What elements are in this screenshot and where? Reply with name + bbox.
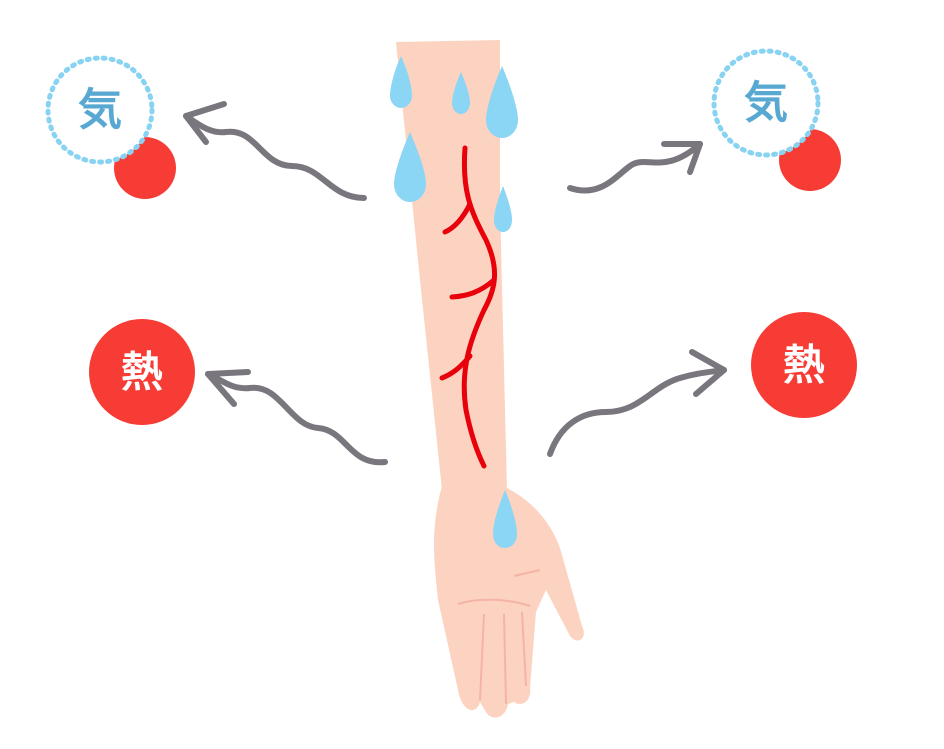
vein-branch-2 <box>449 277 497 300</box>
vein-main <box>461 145 498 469</box>
veins <box>439 145 498 469</box>
heat-label: 熱 <box>783 341 825 390</box>
heat-badge-left: 熱 <box>89 319 195 425</box>
wavy-arrow-icon <box>567 141 703 194</box>
finger-line-2 <box>503 613 507 705</box>
thumb-line <box>513 569 541 577</box>
palm-crease <box>457 598 531 607</box>
finger-line-3 <box>521 611 527 687</box>
heat-circle <box>89 319 195 425</box>
water-drops <box>390 56 518 548</box>
vapor-label: 気 <box>78 85 122 136</box>
vapor-badge-left: 気 <box>45 55 176 199</box>
heat-label: 熱 <box>121 348 163 397</box>
finger-line-1 <box>479 613 485 701</box>
vein-branch-1 <box>442 201 473 235</box>
water-drop-icon <box>494 186 512 232</box>
water-drop-icon <box>394 132 426 202</box>
wavy-arrow-icon <box>205 369 388 466</box>
water-drop-icon <box>493 490 517 548</box>
water-drop-icon <box>452 72 470 114</box>
vapor-badge-right: 気 <box>711 48 841 191</box>
vapor-ring <box>711 48 821 158</box>
vapor-ring <box>45 55 155 165</box>
arm-illustration <box>396 40 584 718</box>
water-drop-icon <box>390 56 412 108</box>
forearm <box>396 40 507 490</box>
heat-badge-right: 熱 <box>751 312 857 418</box>
vapor-label: 気 <box>744 78 788 129</box>
heat-circle <box>751 312 857 418</box>
wavy-arrow-icon <box>547 349 727 457</box>
water-drop-icon <box>486 66 518 138</box>
vein-branch-3 <box>439 353 473 381</box>
arrows <box>183 101 727 466</box>
wavy-arrow-icon <box>183 101 367 201</box>
